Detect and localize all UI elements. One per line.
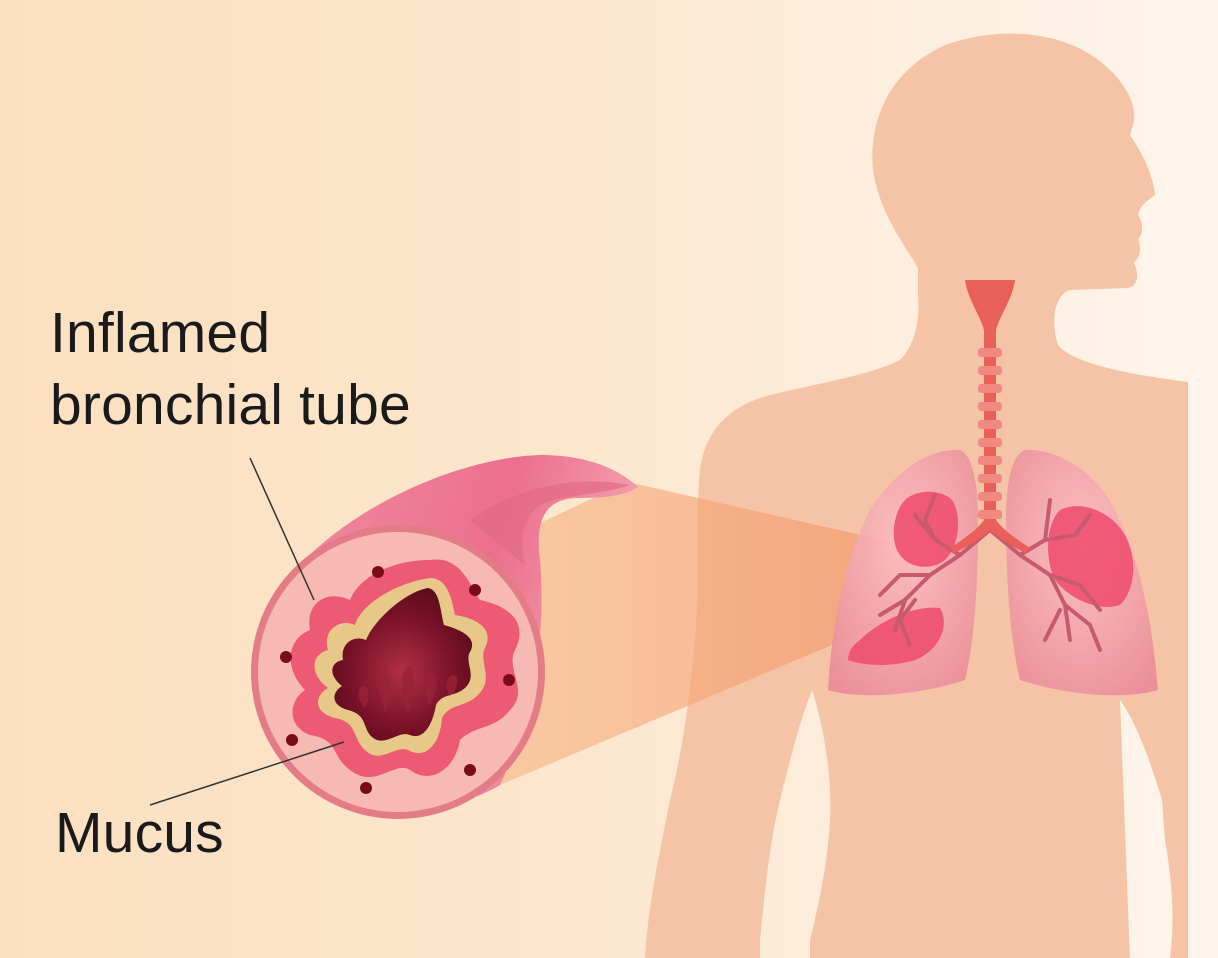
inflamed-label-line1: Inflamed xyxy=(50,297,411,369)
mucus-label-text: Mucus xyxy=(55,797,224,869)
inflamed-callout-line xyxy=(250,458,314,600)
inflamed-bronchial-tube-label: Inflamed bronchial tube xyxy=(50,297,411,441)
mucus-label: Mucus xyxy=(55,797,224,869)
inflamed-label-line2: bronchial tube xyxy=(50,369,411,441)
